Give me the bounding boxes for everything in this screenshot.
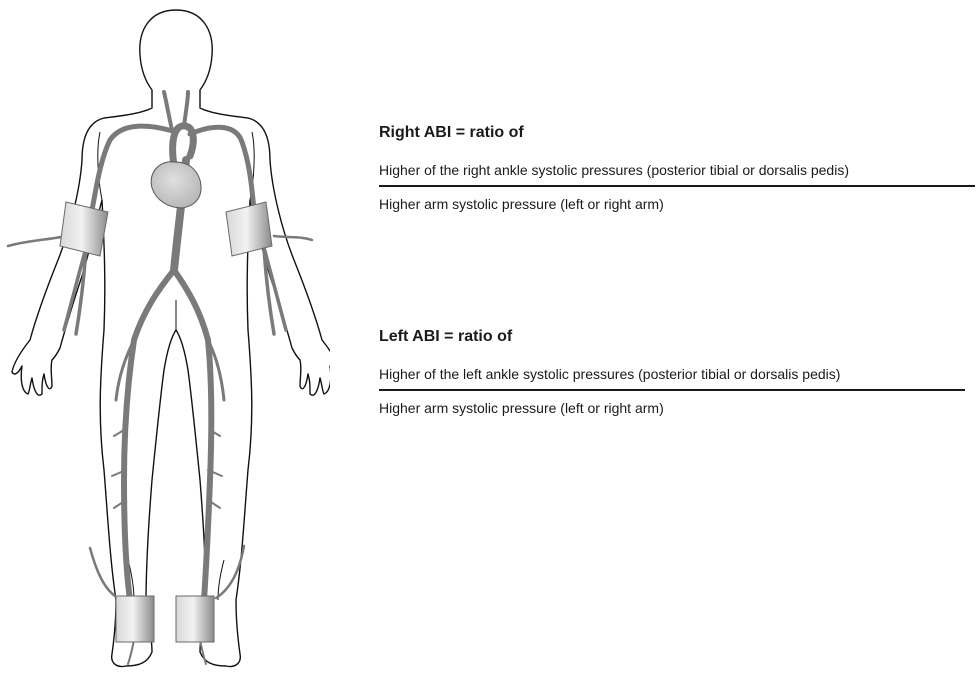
left-arm-cuff bbox=[226, 202, 272, 256]
left-abi-formula: Left ABI = ratio of Higher of the left a… bbox=[379, 328, 965, 416]
body-outline bbox=[12, 10, 330, 667]
left-abi-title: Left ABI = ratio of bbox=[379, 328, 965, 346]
right-abi-fraction-bar bbox=[379, 185, 975, 187]
right-abi-denominator: Higher arm systolic pressure (left or ri… bbox=[379, 196, 975, 212]
left-abi-numerator: Higher of the left ankle systolic pressu… bbox=[379, 366, 965, 382]
human-body-arterial-diagram bbox=[0, 0, 330, 684]
left-abi-denominator: Higher arm systolic pressure (left or ri… bbox=[379, 400, 965, 416]
right-ankle-cuff bbox=[116, 596, 154, 642]
right-abi-title: Right ABI = ratio of bbox=[379, 124, 975, 142]
right-arm-cuff bbox=[60, 202, 108, 256]
left-abi-fraction-bar bbox=[379, 389, 965, 391]
right-abi-formula: Right ABI = ratio of Higher of the right… bbox=[379, 124, 975, 212]
right-abi-numerator: Higher of the right ankle systolic press… bbox=[379, 162, 975, 178]
left-ankle-cuff bbox=[176, 596, 214, 642]
